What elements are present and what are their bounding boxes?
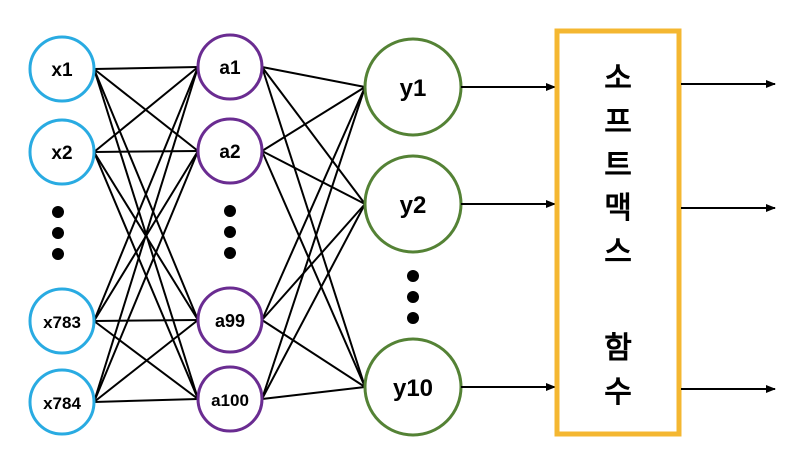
softmax-label-char: 스 <box>604 236 632 269</box>
input-node-label: x784 <box>43 394 81 413</box>
input-node-label: x2 <box>51 143 72 164</box>
connection-edge <box>261 150 366 205</box>
output-ellipsis-dots <box>407 270 419 324</box>
hidden-layer: a1 a2 a99 a100 <box>196 33 264 433</box>
softmax-label-char: 수 <box>604 376 632 409</box>
hidden-node-label: a1 <box>219 58 241 79</box>
connection-edge <box>261 86 366 152</box>
softmax-label-char: 프 <box>604 106 632 139</box>
softmax-label-char: 트 <box>604 149 632 182</box>
connection-edge <box>261 66 366 388</box>
softmax-label-char: 함 <box>604 332 632 365</box>
connection-edge <box>93 66 199 403</box>
connection-edge <box>261 86 366 400</box>
input-node-label: x1 <box>51 60 73 81</box>
connection-edge <box>93 66 199 153</box>
output-node-label: y2 <box>400 192 427 219</box>
input-node-x784: x784 <box>28 368 96 436</box>
output-node-y10: y10 <box>363 337 463 437</box>
input-node-x783: x783 <box>28 287 96 355</box>
connection-edge <box>261 203 366 400</box>
input-ellipsis-dots <box>52 206 64 260</box>
arrows-to-softmax <box>461 83 556 391</box>
connection-edge <box>93 150 199 153</box>
input-node-x1: x1 <box>28 35 96 103</box>
input-node-label: x783 <box>43 313 81 332</box>
hidden-node-a100: a100 <box>196 365 264 433</box>
connection-edge <box>261 319 366 388</box>
output-layer: y1 y2 y10 <box>363 37 463 437</box>
softmax-function-box: 소 프 트 맥 스 함 수 <box>554 28 682 437</box>
softmax-label-char: 소 <box>604 62 632 95</box>
output-node-y2: y2 <box>363 154 463 254</box>
connection-edge <box>261 386 366 400</box>
connection-edges <box>93 66 366 403</box>
connection-edge <box>261 150 366 388</box>
output-node-label: y1 <box>400 75 427 102</box>
connection-edge <box>93 319 199 403</box>
softmax-label-char: 맥 <box>604 192 632 225</box>
connection-edge <box>261 66 366 88</box>
input-layer: x1 x2 x783 x784 <box>28 35 96 436</box>
hidden-node-label: a2 <box>219 142 240 163</box>
input-node-x2: x2 <box>28 118 96 186</box>
output-node-label: y10 <box>393 375 433 402</box>
connection-edge <box>261 66 366 205</box>
connection-edge <box>261 203 366 321</box>
hidden-node-a2: a2 <box>196 117 264 185</box>
hidden-node-label: a100 <box>211 391 249 410</box>
output-node-y1: y1 <box>363 37 463 137</box>
connection-edge <box>261 86 366 321</box>
hidden-ellipsis-dots <box>224 205 236 259</box>
hidden-node-a1: a1 <box>196 33 264 101</box>
connection-edge <box>93 150 199 403</box>
connection-edge <box>93 66 199 322</box>
connection-edge <box>93 66 199 70</box>
connection-edge <box>93 319 199 322</box>
arrows-from-softmax <box>681 80 776 393</box>
connection-edge <box>93 398 199 403</box>
hidden-node-label: a99 <box>215 311 245 331</box>
hidden-node-a99: a99 <box>196 286 264 354</box>
